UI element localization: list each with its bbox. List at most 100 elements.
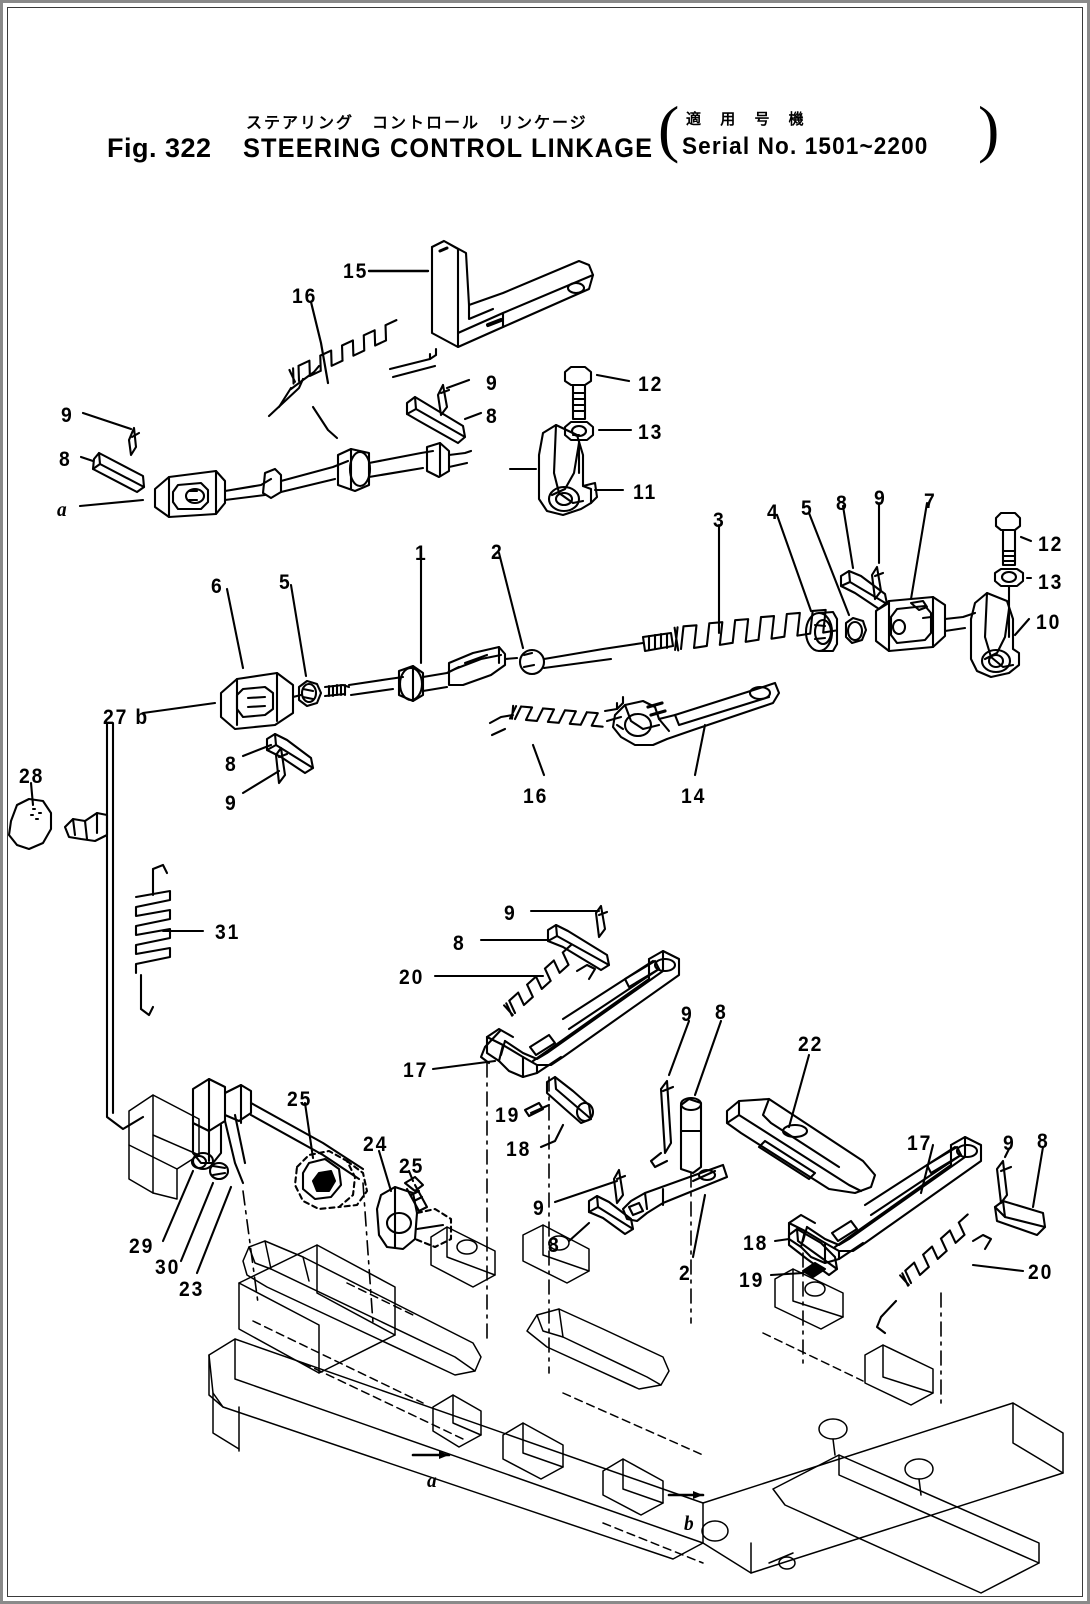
leader-10 — [1013, 617, 1031, 637]
part-31-coil-spring — [134, 863, 172, 1017]
callout-9: 9 — [225, 792, 238, 815]
part-a-clevis-rod-upper — [153, 441, 473, 519]
callout-17: 17 — [403, 1059, 429, 1082]
part-27b-rod-end — [63, 811, 109, 843]
part-19-cotter-right — [801, 1261, 827, 1279]
part-23-steering-shaft — [191, 1077, 365, 1185]
callout-15: 15 — [343, 260, 369, 283]
part-2-ball-rod-mid — [518, 631, 675, 676]
part-27b-vertical-rod — [105, 721, 145, 1131]
callout-4: 4 — [767, 501, 780, 524]
callout-9: 9 — [504, 902, 517, 925]
callout-8: 8 — [836, 492, 849, 515]
leader-17-left — [431, 1059, 497, 1071]
leader-23 — [195, 1185, 233, 1275]
leader-8-center — [693, 1019, 723, 1097]
callout-20: 20 — [1028, 1261, 1054, 1284]
leader-19-right — [769, 1271, 805, 1277]
callout-27-b: 27 b — [103, 706, 150, 729]
leader-28 — [29, 781, 35, 807]
leader-16-top — [309, 300, 330, 385]
part-25-universal-joint-left — [293, 1149, 369, 1211]
callout-2: 2 — [491, 541, 504, 564]
callout-8: 8 — [453, 932, 466, 955]
callout-22: 22 — [798, 1033, 824, 1056]
callout-19: 19 — [739, 1269, 765, 1292]
leader-6 — [225, 587, 245, 670]
part-29-pin — [190, 1154, 208, 1170]
leader-2-mid — [497, 551, 525, 650]
part-2-lower-lever — [621, 1163, 729, 1223]
part-9-pin-mid — [436, 383, 451, 417]
callout-8: 8 — [225, 753, 238, 776]
leader-18-left-line — [539, 1123, 565, 1149]
callout-23: 23 — [179, 1278, 205, 1301]
part-1-rod-left — [323, 645, 519, 703]
part-17-left-lever — [485, 949, 681, 1079]
japanese-serial-label: 適 用 号 機 — [686, 110, 811, 128]
leader-7 — [909, 501, 929, 601]
callout-19: 19 — [495, 1104, 521, 1127]
callout-12: 12 — [1038, 533, 1064, 556]
part-8-link-low — [265, 732, 315, 775]
leader-29 — [161, 1169, 195, 1243]
title-block: Fig. 322 ステアリング コントロール リンケージ STEERING CO… — [3, 51, 1087, 164]
leader-9-upleft — [81, 411, 133, 431]
callout-9: 9 — [1003, 1132, 1016, 1155]
callout-18: 18 — [743, 1232, 769, 1255]
callout-9: 9 — [533, 1197, 546, 1220]
leader-9-mid — [445, 378, 471, 390]
callout-9: 9 — [681, 1003, 694, 1026]
callout-a: a — [57, 497, 67, 521]
leader-8-mid — [463, 411, 483, 421]
callout-18: 18 — [506, 1138, 532, 1161]
leader-a-upleft — [78, 498, 145, 508]
callout-5: 5 — [801, 497, 814, 520]
part-12-bolt-b — [994, 511, 1022, 567]
part-9-pin-right — [870, 565, 885, 601]
part-9-pin-low — [274, 746, 289, 785]
callout-8: 8 — [715, 1001, 728, 1024]
leader-30 — [179, 1181, 215, 1263]
paren-left: ( — [658, 93, 680, 164]
part-30-washer — [208, 1161, 230, 1181]
part-20-spring-left — [479, 943, 597, 1065]
leader-4 — [775, 513, 813, 613]
leader-20-right — [971, 1263, 1025, 1273]
part-10-lever-arm — [969, 584, 1021, 679]
callout-30: 30 — [155, 1256, 181, 1279]
leader-14 — [693, 723, 707, 777]
callout-9: 9 — [61, 404, 74, 427]
chassis-frame-outline — [128, 1094, 1064, 1594]
part-19-cotter-left — [523, 1101, 545, 1118]
leader-5-left — [289, 583, 308, 678]
callout-5: 5 — [279, 571, 292, 594]
part-3-spring — [673, 608, 838, 652]
part-16-spring-top — [267, 319, 438, 440]
callout-25: 25 — [287, 1088, 313, 1111]
part-8-link-s17 — [546, 923, 611, 972]
callout-2: 2 — [679, 1262, 692, 1285]
part-11-lever-arm — [537, 423, 599, 517]
callout-14: 14 — [681, 785, 707, 808]
english-title: STEERING CONTROL LINKAGE — [243, 133, 654, 163]
part-9-pin-upleft — [127, 426, 141, 457]
callout-17: 17 — [907, 1132, 933, 1155]
part-6-clevis — [219, 671, 303, 731]
callout-8: 8 — [1037, 1130, 1050, 1153]
part-5-nut-right — [844, 616, 868, 645]
callout-16: 16 — [523, 785, 549, 808]
callout-8: 8 — [486, 405, 499, 428]
english-serial-label: Serial No. 1501~2200 — [682, 133, 929, 160]
leader-5-right — [807, 511, 851, 617]
part-8-pin-far-right — [993, 1199, 1047, 1237]
part-28-knob — [7, 797, 53, 851]
callout-13: 13 — [638, 421, 664, 444]
leader-9-lower2 — [553, 1179, 619, 1204]
part-7-yoke-block — [874, 595, 977, 653]
part-4-collar — [804, 610, 839, 653]
part-8-link-mid — [405, 395, 467, 445]
part-22-flat-link — [725, 1097, 877, 1195]
part-20-spring-right — [875, 1213, 993, 1335]
